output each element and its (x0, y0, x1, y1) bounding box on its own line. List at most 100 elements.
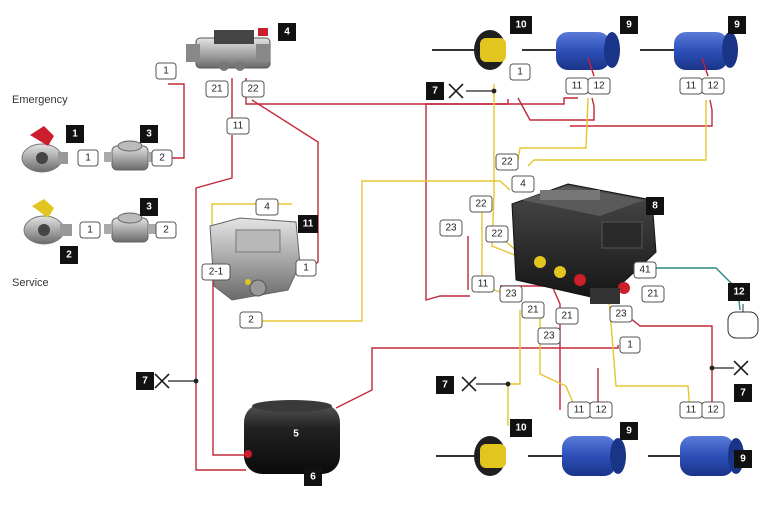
tag-7-left: 7 (136, 372, 154, 390)
port-label: 2 (239, 311, 263, 329)
port-label: 22 (495, 153, 519, 171)
svg-text:22: 22 (491, 229, 503, 240)
tag-5: 5 (293, 429, 299, 440)
port-label: 4 (255, 198, 279, 216)
svg-text:21: 21 (527, 305, 539, 316)
svg-text:11: 11 (686, 405, 697, 416)
svg-text:1: 1 (85, 153, 91, 164)
svg-text:11: 11 (303, 219, 314, 230)
svg-text:12: 12 (733, 287, 745, 298)
svg-text:22: 22 (501, 157, 513, 168)
port-label: 11 (471, 275, 495, 293)
port-label: 21 (641, 285, 665, 303)
port-label: 22 (241, 80, 265, 98)
svg-text:7: 7 (142, 376, 148, 387)
relay-valve-3-lower (104, 212, 156, 243)
trailer-control-valve-11 (209, 217, 301, 301)
spring-brake-cylinder-9-bottom-right (648, 436, 744, 476)
svg-text:9: 9 (740, 454, 746, 465)
svg-text:10: 10 (515, 423, 527, 434)
port-label: 41 (633, 261, 657, 279)
svg-text:3: 3 (146, 202, 152, 213)
svg-text:12: 12 (707, 405, 719, 416)
port-label: 4 (511, 175, 535, 193)
component-tags: 1 3 3 2 4 11 7 5 6 7 10 9 9 8 12 7 7 10 … (60, 16, 752, 486)
plug-cross-marks (154, 83, 749, 392)
svg-text:3: 3 (146, 129, 152, 140)
svg-text:8: 8 (652, 201, 658, 212)
port-label: 11 (679, 77, 703, 95)
svg-text:1: 1 (72, 129, 78, 140)
tag-3-upper: 3 (140, 125, 158, 143)
port-label: 23 (499, 285, 523, 303)
tag-9-top-right: 9 (728, 16, 746, 34)
svg-text:1: 1 (627, 340, 633, 351)
svg-text:7: 7 (740, 388, 746, 399)
port-label: 11 (567, 401, 591, 419)
service-label: Service (12, 277, 49, 289)
tag-9-bottom-left: 9 (620, 422, 638, 440)
port-label: 1 (619, 336, 641, 354)
svg-text:21: 21 (561, 311, 573, 322)
tag-7-right: 7 (734, 384, 752, 402)
svg-text:1: 1 (517, 67, 523, 78)
port-labels: 1 21 22 11 1 2 1 2 4 2-1 1 2 1 11 12 11 … (77, 62, 725, 419)
protection-valve-4 (186, 28, 271, 71)
svg-text:4: 4 (520, 179, 526, 190)
junction-dots (193, 88, 715, 387)
air-reservoir-tank (244, 400, 340, 474)
port-label: 11 (679, 401, 703, 419)
svg-text:2: 2 (248, 315, 254, 326)
emergency-hand-valve (21, 126, 68, 173)
svg-text:11: 11 (233, 121, 244, 132)
svg-text:41: 41 (639, 265, 651, 276)
port-label: 23 (537, 327, 561, 345)
tag-10-top: 10 (510, 16, 532, 34)
svg-text:4: 4 (284, 27, 290, 38)
svg-text:23: 23 (445, 223, 457, 234)
port-label: 22 (469, 195, 493, 213)
tag-7-bottom-left: 7 (436, 376, 454, 394)
service-hand-valve (23, 199, 72, 245)
svg-text:11: 11 (686, 81, 697, 92)
svg-text:21: 21 (211, 84, 223, 95)
svg-text:22: 22 (247, 84, 259, 95)
svg-text:2: 2 (159, 153, 165, 164)
tag-10-bottom: 10 (510, 419, 532, 437)
tag-3-lower: 3 (140, 198, 158, 216)
svg-text:11: 11 (478, 279, 489, 290)
tag-9-top-left: 9 (620, 16, 638, 34)
port-label: 1 (509, 63, 531, 81)
tag-11: 11 (298, 215, 318, 233)
svg-text:10: 10 (515, 20, 527, 31)
svg-text:5: 5 (293, 429, 299, 440)
relay-valve-3-upper (104, 140, 156, 171)
port-label: 2-1 (201, 263, 231, 281)
port-label: 1 (79, 221, 101, 239)
ebs-modulator-8 (511, 183, 657, 304)
pressure-sensor-12 (727, 304, 759, 339)
port-label: 12 (701, 77, 725, 95)
port-label: 22 (485, 225, 509, 243)
port-label: 1 (155, 62, 177, 80)
port-label: 23 (609, 305, 633, 323)
svg-text:23: 23 (505, 289, 517, 300)
tag-4: 4 (278, 23, 296, 41)
svg-text:1: 1 (163, 66, 169, 77)
port-label: 12 (701, 401, 725, 419)
svg-text:2-1: 2-1 (209, 267, 224, 278)
svg-text:23: 23 (543, 331, 555, 342)
svg-text:2: 2 (66, 250, 72, 261)
tag-1: 1 (66, 125, 84, 143)
svg-text:4: 4 (264, 202, 270, 213)
spring-brake-cylinder-9-top-left (522, 32, 620, 77)
spring-brake-cylinder-9-top-right (640, 32, 738, 77)
svg-text:12: 12 (707, 81, 719, 92)
svg-text:21: 21 (647, 289, 659, 300)
svg-text:11: 11 (574, 405, 585, 416)
svg-text:7: 7 (432, 86, 438, 97)
port-label: 21 (521, 301, 545, 319)
tag-12: 12 (728, 283, 750, 301)
tag-2: 2 (60, 246, 78, 264)
